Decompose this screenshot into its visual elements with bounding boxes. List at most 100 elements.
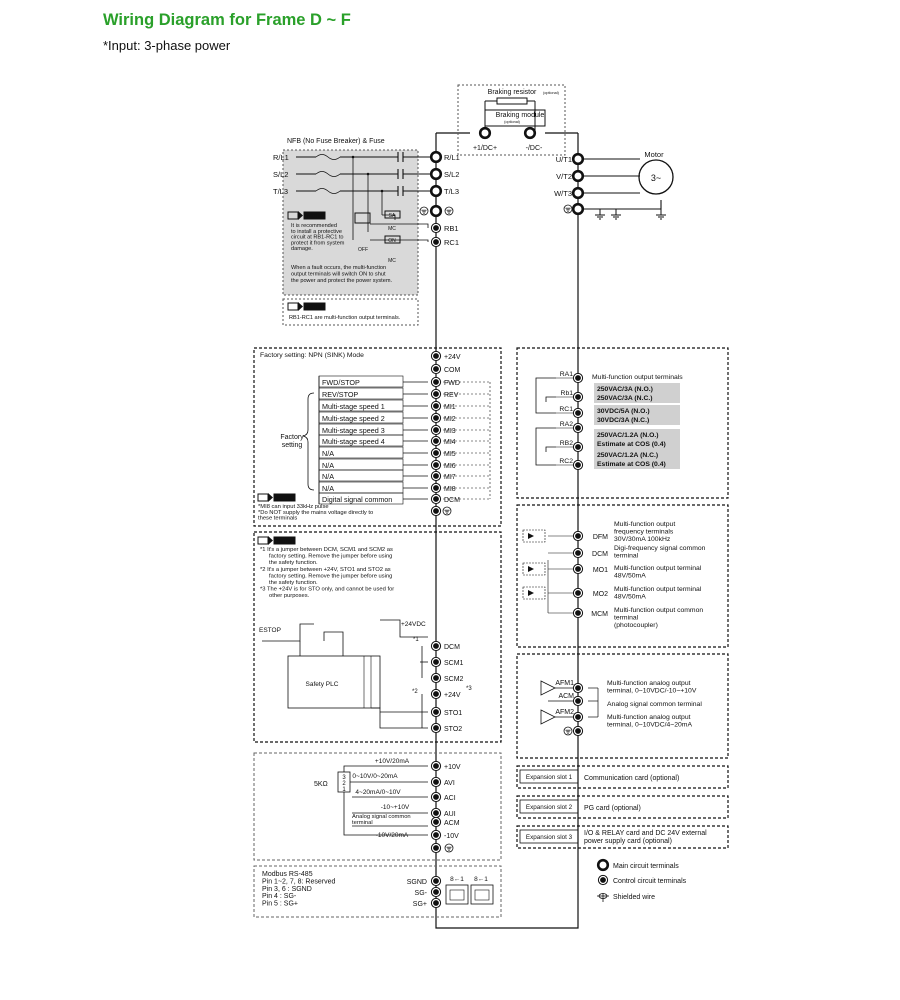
dc-positive-label: +1/DC+: [473, 145, 497, 152]
output-ground-terminal: [571, 202, 585, 216]
expansion-slot-frame: [516, 765, 729, 789]
input-phase-label: R/L1: [273, 153, 289, 162]
relay-output-wire: [545, 396, 556, 402]
analog-input-terminal-dot: [433, 810, 439, 816]
analog-input-label: Analog signal common: [352, 814, 411, 820]
transformer-icon: [354, 212, 371, 224]
digital-output-terminal-label: MCM: [591, 611, 608, 618]
input-phase-label: S/L2: [273, 170, 288, 179]
motor-symbol: 3~: [651, 173, 661, 183]
potentiometer-label: 5KΩ: [314, 781, 328, 788]
input-phase-label: T/L3: [273, 187, 288, 196]
estop-label: ESTOP: [259, 627, 281, 634]
expansion-slot-frame: [516, 825, 729, 849]
digital-input-terminal-label: MI7: [444, 474, 456, 481]
photocoupler-icon: [522, 529, 546, 543]
rb-note-text: RB1-RC1 are multi-function output termin…: [289, 315, 401, 321]
modbus-terminal-label: SGND: [407, 879, 427, 886]
digital-output-terminal-label: MO1: [593, 567, 608, 574]
digital-input-terminal-label: MI1: [444, 404, 456, 411]
analog-output-description: terminal, 0~10VDC/-10~+10V: [607, 688, 697, 695]
digital-input-terminal-label: MI2: [444, 416, 456, 423]
sto-wire: [371, 707, 428, 729]
sto-note-line: *1 It's a jumper between DCM, SCM1 and S…: [260, 547, 393, 553]
digital-input-terminal-label: FWD: [444, 380, 460, 387]
digital-output-terminal-dot: [575, 590, 581, 596]
analog-output-amp-icon: [540, 709, 556, 725]
relay-rating-line: 30VDC/5A (N.O.): [597, 408, 650, 415]
analog-output-ground-terminal-dot: [575, 728, 581, 734]
potentiometer-pin: 3: [342, 775, 346, 781]
analog-output-terminal-dot: [575, 685, 581, 691]
digital-input-terminal-dot: [433, 462, 439, 468]
note-badge-box: [303, 211, 326, 220]
fuse-icon: [315, 154, 341, 160]
digital-input-terminal-label: DCM: [444, 497, 460, 504]
note-badge-text: NOTE: [308, 305, 323, 311]
relay-rating-line: Estimate at COS (0.4): [597, 461, 666, 468]
output-terminal-label: U/T1: [556, 155, 572, 164]
input-terminal: [429, 150, 443, 164]
sto-terminal-dot: [433, 675, 439, 681]
digital-input-terminal-dot: [433, 473, 439, 479]
relay-rating-box: [594, 405, 680, 425]
digital-input-frame: [253, 347, 502, 527]
digital-input-function-label: Multi-stage speed 3: [322, 426, 385, 435]
expansion-card-label: power supply card (optional): [584, 838, 672, 845]
sa-box: [384, 210, 401, 219]
input-terminal: [429, 167, 443, 181]
digital-output-terminal-label: DCM: [592, 551, 608, 558]
relay-terminal-dot: [433, 225, 439, 231]
note-badge-box: [273, 536, 296, 545]
legend-control-terminal-icon-dot: [600, 877, 606, 883]
digital-output-terminal-dot: [575, 533, 581, 539]
digital-output-description: 48V/50mA: [614, 594, 646, 601]
potentiometer-pin: 1: [342, 787, 346, 793]
analog-output-frame: [516, 653, 729, 759]
expansion-slot-label: Expansion slot 2: [526, 804, 573, 811]
analog-output-terminal-dot: [575, 698, 581, 704]
relay-wire: [370, 239, 429, 242]
digital-input-terminal-label: MI5: [444, 451, 456, 458]
analog-input-terminal-label: -10V: [444, 833, 459, 840]
digital-input-note: these terminals: [258, 516, 297, 522]
digital-output-frame: [516, 504, 729, 648]
digital-output-description: Digi-frequency signal common: [614, 545, 706, 552]
fuse-note-line: damage.: [291, 246, 313, 252]
note-badge-arrow: [257, 493, 269, 502]
input-terminal-label: S/L2: [444, 170, 459, 179]
expansion-slot-badge: [519, 829, 579, 844]
output-terminal: [571, 152, 585, 166]
sto-note-line: *2 It's a jumper between +24V, STO1 and …: [260, 567, 391, 573]
sto-terminal-dot: [433, 691, 439, 697]
relay-output-terminal-label: RC2: [559, 458, 573, 465]
note-badge-box: [273, 493, 296, 502]
expansion-slot-label: Expansion slot 1: [526, 774, 573, 781]
note-badge-arrow-head: [298, 211, 303, 220]
fuse-icon: [315, 171, 341, 177]
digital-input-function-label: N/A: [322, 461, 334, 470]
relay-rating-box: [594, 449, 680, 469]
ground-icon: [563, 204, 573, 214]
legend-label: Control circuit terminals: [613, 878, 687, 885]
input-terminal-label: R/L1: [444, 153, 460, 162]
potentiometer-pin: 2: [342, 781, 346, 787]
rj45-port-inner: [449, 889, 465, 901]
note-badge-arrow-head: [298, 302, 303, 311]
digital-input-terminal-dot: [433, 438, 439, 444]
note-badge-text: NOTE: [278, 496, 293, 502]
sto-terminal-dot: [433, 709, 439, 715]
digital-input-terminal-dot: [433, 485, 439, 491]
dc-positive-terminal: [478, 126, 492, 140]
note-badge-arrow-head: [268, 536, 273, 545]
analog-input-label: 4~20mA/0~10V: [355, 789, 401, 796]
relay-rating-line: Estimate at COS (0.4): [597, 441, 666, 448]
analog-output-terminal-label: AFM1: [555, 680, 574, 687]
ground-icon: [419, 206, 429, 216]
relay-rating-line: 250VAC/3A (N.C.): [597, 395, 653, 402]
relay-rating-line: 250VAC/1.2A (N.C.): [597, 452, 658, 459]
relay-output-terminal-label: RA1: [560, 371, 573, 378]
rj45-port-icon: [445, 884, 469, 905]
relay-wire: [370, 223, 429, 228]
expansion-card-label: I/O & RELAY card and DC 24V external: [584, 830, 707, 837]
